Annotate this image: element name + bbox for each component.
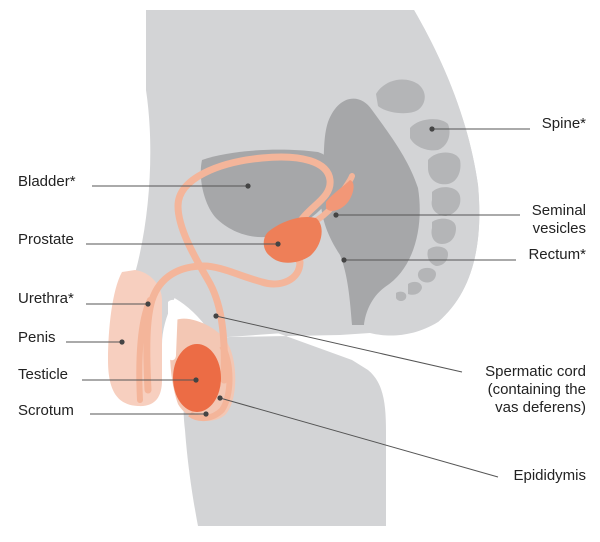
- dot-bladder: [245, 183, 251, 189]
- label-bladder: Bladder*: [18, 173, 76, 190]
- vas-deferens-loop: [143, 258, 304, 394]
- pelvis-mass: [320, 98, 420, 325]
- leader-epididymis: [219, 397, 499, 478]
- dot-urethra: [145, 301, 151, 307]
- dot-testicle: [193, 377, 199, 383]
- penis-channel: [168, 299, 178, 361]
- dot-scrotum: [203, 411, 209, 417]
- seminal-vesicles-shape: [326, 180, 354, 211]
- leader-dots: [119, 126, 435, 417]
- label-testicle: Testicle: [18, 366, 69, 383]
- label-spine: Spine*: [541, 115, 586, 132]
- spine-vertebrae: [376, 79, 461, 301]
- label-seminal-vesicles: Seminal vesicles: [531, 202, 586, 237]
- label-rectum: Rectum*: [528, 246, 586, 263]
- label-spermatic-cord: Spermatic cord (containing the vas defer…: [485, 363, 586, 416]
- leader-lines: [66, 128, 530, 478]
- label-penis: Penis: [18, 329, 56, 346]
- dot-spine: [429, 126, 435, 132]
- label-scrotum: Scrotum: [18, 402, 74, 419]
- leader-spermatic-cord: [215, 315, 463, 373]
- epididymis-shape: [188, 344, 233, 422]
- dot-prostate: [275, 241, 281, 247]
- dot-epididymis: [217, 395, 223, 401]
- dot-spermatic-cord: [213, 313, 219, 319]
- dot-rectum: [341, 257, 347, 263]
- label-urethra: Urethra*: [18, 290, 74, 307]
- dot-penis: [119, 339, 125, 345]
- label-prostate: Prostate: [18, 231, 74, 248]
- prostate-gland: [263, 216, 322, 263]
- dot-seminal-vesicles: [333, 212, 339, 218]
- urethra-tube: [136, 297, 153, 403]
- label-epididymis: Epididymis: [513, 467, 586, 484]
